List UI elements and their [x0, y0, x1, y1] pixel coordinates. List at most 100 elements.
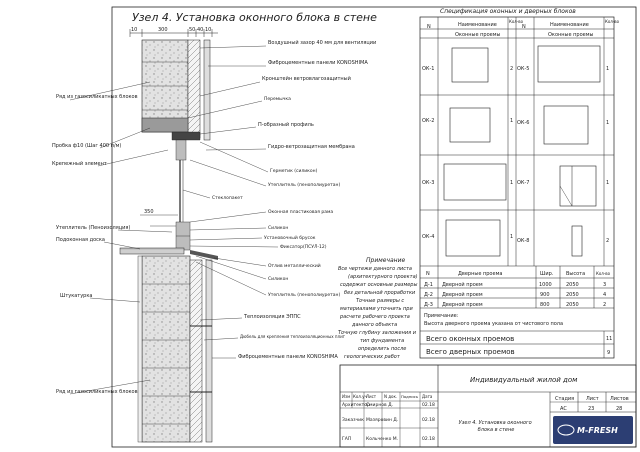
callout-label: Утеплитель (пенополиуретан)	[268, 292, 340, 298]
dim-label: 50	[189, 27, 195, 33]
window-qty: 2	[510, 66, 513, 72]
note-line: Все чертежи данного листа	[338, 266, 412, 272]
spec-title: Спецификация оконных и дверных блоков	[440, 8, 576, 15]
stamp-sheet-title: Узел 4. Установка оконного блока в стене	[459, 420, 534, 433]
total-windows-value: 11	[606, 336, 612, 342]
door-width: 800	[540, 302, 550, 308]
spec-header-qty: Кол-во	[509, 19, 524, 24]
window-id: ОК-2	[422, 118, 434, 124]
window-id: ОК-6	[517, 120, 529, 126]
callout-label: Фиброцементные панели KONOSHIMA	[238, 354, 338, 360]
spec-header-name: Наименование	[458, 22, 497, 28]
door-height: 2050	[566, 292, 579, 298]
upper-insulation	[187, 39, 201, 139]
callout-label: Стеклопакет	[212, 195, 243, 201]
lower-insulation	[189, 259, 203, 443]
window-id: ОК-8	[517, 238, 529, 244]
metal-drip	[190, 250, 218, 260]
window-id: ОК-4	[422, 234, 434, 240]
stamp-col-header: Изм	[342, 394, 350, 399]
doors-header-name: Дверные проема	[458, 271, 502, 277]
note-line: геологических работ	[344, 354, 401, 360]
window-row: ОК-8 2	[517, 225, 609, 257]
callout-label: Гидро-ветрозащитная мембрана	[268, 144, 355, 150]
callout-label: Герметик (силикон)	[270, 168, 318, 174]
stamp-col-header: Подпись	[401, 394, 419, 399]
callout-label: П-образный профиль	[258, 121, 314, 128]
note-line: содержат основные размеры	[340, 282, 417, 288]
window-id: ОК-7	[517, 180, 529, 186]
stamp-sheet: 23	[588, 406, 594, 412]
door-width: 1000	[539, 282, 552, 288]
door-width: 900	[540, 292, 550, 298]
stamp-date: 02.18	[422, 417, 435, 423]
total-doors-label: Всего дверных проемов	[426, 348, 515, 356]
stamp-sheets: 28	[616, 406, 622, 412]
lintel	[141, 117, 189, 133]
window-row: ОК-7 1	[517, 165, 609, 207]
right-callouts: Воздушный зазор 40 мм для вентиляции Фиб…	[182, 39, 376, 360]
window-sketch	[449, 107, 491, 143]
window-sketch	[543, 105, 589, 145]
callout-label: Теплоизоляция ЭППС	[243, 314, 301, 320]
note-line: данного объекта	[351, 322, 397, 328]
callout-label: Утеплитель (пенополиуретан)	[268, 182, 340, 188]
callout-label: Штукатурка	[60, 293, 92, 299]
callout-label: Кронштейн ветровлагозащитный	[262, 75, 351, 82]
stamp-sheet-title-text: Узел 4. Установка оконного	[459, 420, 532, 426]
total-doors-value: 9	[607, 350, 610, 356]
note-line: без детальной проработки	[344, 290, 416, 296]
callout-label: Крепежный элемент	[52, 160, 107, 167]
note-line: определить после	[358, 346, 406, 352]
stamp-role: ГАП	[342, 436, 351, 442]
stamp-sheet-label: Лист	[586, 396, 599, 402]
total-windows-label: Всего оконных проемов	[426, 335, 514, 343]
stamp-date: 02.18	[422, 436, 435, 442]
door-name: Дверной проем	[442, 301, 483, 308]
window-qty: 1	[510, 234, 513, 240]
callout-label: Пробка ф10 (Шаг 400 п/м)	[52, 143, 121, 149]
doors-header-h: Высота	[566, 271, 585, 277]
window-qty: 1	[606, 180, 609, 186]
stamp-role: Архитектор	[342, 402, 370, 408]
window-qty: 1	[510, 118, 513, 124]
window-sketch	[571, 225, 583, 257]
callout-label: Утеплитель (Пеноизоляция)	[56, 225, 130, 231]
callout-label: Ряд из газосиликатных блоков	[56, 389, 138, 395]
spec-header-n: N	[427, 24, 431, 30]
callout-label: Дюбель для крепления теплоизоляционных п…	[240, 334, 346, 339]
drawing-note: Примечание Все чертежи данного листа (ар…	[338, 257, 418, 360]
callout-label: Фиброцементные панели KONOSHIMA	[268, 60, 368, 66]
window-sketch	[445, 219, 501, 257]
stamp-person: Мазяровин Д.	[366, 417, 398, 423]
door-qty: 4	[603, 292, 606, 298]
detail-drawing: Узел 4. Установка оконного блока в стене…	[52, 11, 418, 443]
door-id: Д-3	[424, 302, 433, 308]
stamp-date: 02.18	[422, 402, 435, 408]
callout-label: Воздушный зазор 40 мм для вентиляции	[268, 39, 376, 46]
callout-label: Перемычка	[264, 96, 291, 102]
stamp-col-header: Дата	[422, 394, 433, 399]
spec-remark-title: Примечание:	[424, 313, 459, 319]
door-row: Д-2 Дверной проем 900 2050 4	[424, 291, 606, 298]
spec-table: Спецификация оконных и дверных блоков N …	[419, 8, 620, 359]
window-sketch	[451, 47, 489, 83]
company-logo	[553, 416, 633, 444]
window-row: ОК-1 2	[422, 47, 513, 83]
dim-label: 300	[158, 27, 168, 33]
window-qty: 1	[606, 66, 609, 72]
door-name: Дверной проем	[442, 281, 483, 288]
window-sketch	[559, 165, 597, 207]
doors-header-w: Шир.	[540, 271, 554, 277]
callout-label: Силикон	[268, 225, 288, 231]
dimension-line-top: 10 300 50 40 10	[129, 27, 218, 37]
note-line: (архитектурного проекта)	[348, 274, 418, 280]
drawing-title: Узел 4. Установка оконного блока в стене	[132, 11, 377, 24]
stamp-sheets-label: Листов	[610, 396, 629, 402]
stamp-person: Смирнов Д.	[366, 402, 393, 408]
window-row: ОК-5 1	[517, 45, 609, 83]
window-sketch	[443, 163, 507, 201]
door-qty: 3	[603, 282, 606, 288]
head-profile	[171, 131, 201, 141]
